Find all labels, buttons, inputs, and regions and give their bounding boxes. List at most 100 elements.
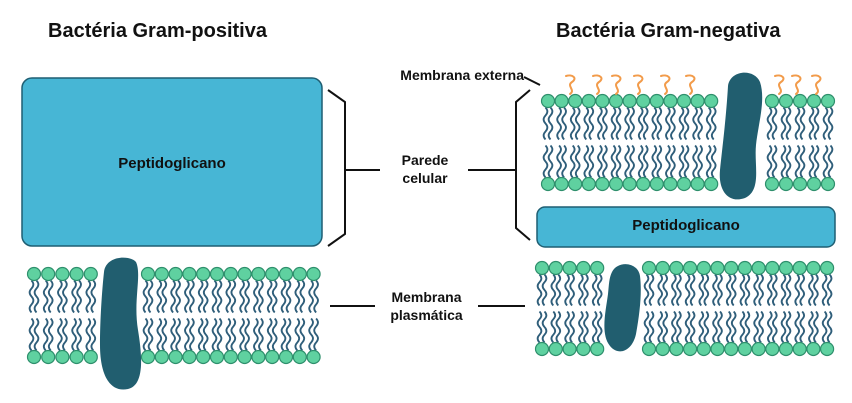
lipid-head xyxy=(737,260,753,276)
lipid-tail xyxy=(170,317,176,352)
cell-wall-label-line1: Parede xyxy=(401,152,449,168)
lipid-tail xyxy=(536,310,543,344)
lipid-tail xyxy=(266,317,273,352)
lipid-head xyxy=(83,349,98,365)
lipid-head xyxy=(568,93,583,109)
lipid-tail xyxy=(703,273,710,307)
lipid-tail xyxy=(662,310,668,344)
lipid-tail xyxy=(717,273,723,307)
phospholipid xyxy=(737,260,753,357)
lipid-head xyxy=(595,93,610,109)
lps-chain xyxy=(592,74,603,95)
lipid-tail xyxy=(665,144,671,179)
lipid-tail xyxy=(253,317,259,352)
phospholipid xyxy=(83,266,98,365)
lipid-tail xyxy=(671,310,677,344)
lipid-head xyxy=(548,260,563,276)
lipid-tail xyxy=(610,106,617,141)
lipid-tail xyxy=(271,279,278,314)
lipid-tail xyxy=(758,310,764,344)
lipid-tail xyxy=(766,144,773,179)
lipid-tail xyxy=(47,279,54,314)
lipid-head xyxy=(265,349,280,365)
phospholipid xyxy=(182,266,197,365)
lipid-head xyxy=(682,341,698,357)
lipid-tail xyxy=(808,273,814,307)
lipid-tail xyxy=(678,144,685,179)
lipid-head xyxy=(682,260,698,276)
lipid-tail xyxy=(648,310,655,344)
lipid-tail xyxy=(258,279,264,314)
lipid-tail xyxy=(813,273,819,307)
lipid-tail xyxy=(710,106,717,141)
lipid-head xyxy=(568,176,583,192)
lipid-head xyxy=(554,93,569,109)
phospholipid xyxy=(237,266,252,365)
lipid-tail xyxy=(808,106,815,141)
lipid-tail xyxy=(583,106,590,141)
phospholipid xyxy=(655,260,670,357)
lipid-tail xyxy=(657,273,663,307)
lipid-tail xyxy=(602,144,608,179)
lipid-head xyxy=(251,266,266,282)
lps-chain xyxy=(633,74,644,95)
lipid-tail xyxy=(583,273,589,307)
lipid-head xyxy=(26,266,42,282)
phospholipid xyxy=(209,266,225,365)
lipid-head xyxy=(778,341,794,357)
lipid-tail xyxy=(541,273,548,307)
lipid-head xyxy=(636,176,651,192)
lipid-tail xyxy=(697,106,703,141)
lipid-head xyxy=(69,266,84,282)
lipid-tail xyxy=(189,317,195,352)
lipid-head xyxy=(751,341,766,357)
lipid-tail xyxy=(542,106,549,141)
lipid-tail xyxy=(156,279,163,314)
lipid-tail xyxy=(794,273,800,307)
lipid-head xyxy=(140,349,156,365)
lipid-head xyxy=(806,93,822,109)
lipid-tail xyxy=(588,144,595,179)
lipid-tail xyxy=(725,310,732,344)
phospholipid xyxy=(806,93,822,192)
lipid-head xyxy=(590,341,605,357)
lipid-tail xyxy=(767,273,773,307)
lipid-head xyxy=(251,349,266,365)
lipid-head xyxy=(820,176,836,192)
lipid-head xyxy=(819,260,835,276)
phospholipid xyxy=(26,266,42,365)
phospholipid xyxy=(622,93,637,192)
lipid-head xyxy=(778,260,794,276)
lipid-tail xyxy=(683,144,690,179)
phospholipid xyxy=(806,260,821,357)
phospholipid xyxy=(778,93,794,192)
lipid-tail xyxy=(541,310,548,344)
lipid-tail xyxy=(308,317,314,352)
lipid-tail xyxy=(689,273,696,307)
lipid-tail xyxy=(596,273,603,307)
outer-membrane-gram-negative-left xyxy=(540,93,719,192)
outer-membrane-protein-gram-negative xyxy=(719,72,763,200)
lipid-tail xyxy=(771,144,778,179)
lipid-head xyxy=(562,260,577,276)
lipid-tail xyxy=(725,273,732,307)
lipid-head xyxy=(209,266,225,282)
lipid-head xyxy=(562,341,577,357)
lipid-tail xyxy=(822,144,829,179)
lipid-tail xyxy=(753,310,759,344)
lipid-head xyxy=(710,260,725,276)
lipid-tail xyxy=(643,273,650,307)
lipid-tail xyxy=(780,310,787,344)
lipid-head xyxy=(669,260,684,276)
lipid-tail xyxy=(161,279,168,314)
lipid-tail xyxy=(698,273,705,307)
lipid-tail xyxy=(767,310,773,344)
lipid-head xyxy=(649,93,664,109)
lipid-tail xyxy=(780,106,787,141)
lipid-head xyxy=(622,93,637,109)
lipid-tail xyxy=(739,310,746,344)
lps-chain xyxy=(791,74,802,95)
lipid-tail xyxy=(142,279,149,314)
